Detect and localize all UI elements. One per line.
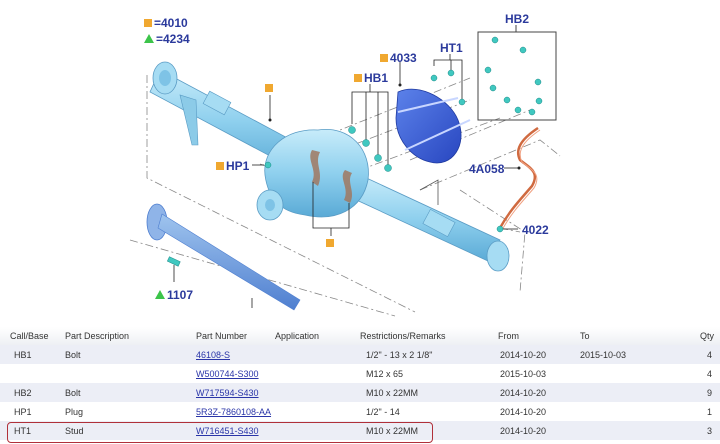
- table-header: Call/Base Part Description Part Number A…: [0, 327, 720, 345]
- cell-description: Bolt: [65, 349, 81, 360]
- part-number-link[interactable]: W716451-S430: [196, 425, 259, 436]
- part-number-link[interactable]: 5R3Z-7860108-AA: [196, 406, 272, 417]
- table-row[interactable]: HB1 Bolt 46108-S 1/2" - 13 x 2 1/8" 2014…: [0, 345, 720, 364]
- header-part-description[interactable]: Part Description: [65, 331, 130, 341]
- exploded-parts-diagram: =4010 =4234 HB2 HT1 4033 HB1 HP1 4A058 4…: [129, 12, 561, 317]
- parts-table: Call/Base Part Description Part Number A…: [0, 327, 720, 443]
- callout-4022[interactable]: 4022: [522, 223, 549, 237]
- part-number-link[interactable]: W500744-S300: [196, 368, 259, 379]
- header-to[interactable]: To: [580, 331, 590, 341]
- callout-1107[interactable]: 1107: [155, 289, 193, 301]
- cell-qty: 9: [706, 387, 712, 398]
- header-qty[interactable]: Qty: [700, 331, 715, 341]
- square-marker-icon: [216, 162, 224, 170]
- cell-restrictions: 1/2" - 14: [366, 406, 400, 417]
- callout-bracket-marker[interactable]: [326, 237, 336, 249]
- cell-description: Bolt: [65, 387, 81, 398]
- callout-hb2[interactable]: HB2: [505, 12, 530, 26]
- square-marker-icon: [380, 54, 388, 62]
- header-from[interactable]: From: [498, 331, 519, 341]
- cell-call-base: HP1: [14, 406, 32, 417]
- legend-4010: =4010: [144, 17, 188, 29]
- cell-restrictions: 1/2" - 13 x 2 1/8": [366, 349, 433, 360]
- callout-4a058[interactable]: 4A058: [469, 162, 505, 176]
- callout-hp1[interactable]: HP1: [216, 160, 249, 172]
- cell-from: 2014-10-20: [500, 387, 547, 398]
- table-row[interactable]: W500744-S300 M12 x 65 2015-10-03 4: [0, 364, 720, 383]
- cell-from: 2014-10-20: [500, 406, 547, 417]
- square-marker-icon: [326, 239, 334, 247]
- triangle-marker-icon: [155, 290, 165, 299]
- square-marker-icon: [265, 84, 273, 92]
- header-part-number[interactable]: Part Number: [196, 331, 248, 341]
- callout-4033[interactable]: 4033: [380, 52, 417, 64]
- header-call-base[interactable]: Call/Base: [10, 331, 49, 341]
- cell-from: 2014-10-20: [500, 349, 547, 360]
- legend-4234: =4234: [144, 33, 190, 45]
- callout-ht1[interactable]: HT1: [440, 41, 463, 55]
- square-marker-icon: [144, 19, 152, 27]
- header-application[interactable]: Application: [275, 331, 320, 341]
- cell-restrictions: M10 x 22MM: [366, 387, 419, 398]
- cell-call-base: HB2: [14, 387, 32, 398]
- cell-qty: 3: [706, 425, 712, 436]
- cell-restrictions: M10 x 22MM: [366, 425, 419, 436]
- cell-call-base: HT1: [14, 425, 32, 436]
- table-row[interactable]: HP1 Plug 5R3Z-7860108-AA 1/2" - 14 2014-…: [0, 402, 720, 421]
- cell-description: Stud: [65, 425, 84, 436]
- axle-illustration: [129, 25, 561, 317]
- cell-restrictions: M12 x 65: [366, 368, 404, 379]
- cell-qty: 4: [706, 368, 712, 379]
- cell-description: Plug: [65, 406, 84, 417]
- cell-qty: 4: [706, 349, 712, 360]
- table-row-highlighted[interactable]: HT1 Stud W716451-S430 M10 x 22MM 2014-10…: [0, 421, 720, 440]
- callout-4010-marker[interactable]: [265, 82, 275, 94]
- square-marker-icon: [354, 74, 362, 82]
- callout-hb1[interactable]: HB1: [354, 72, 388, 84]
- cell-call-base: HB1: [14, 349, 32, 360]
- header-restrictions[interactable]: Restrictions/Remarks: [360, 331, 446, 341]
- cell-from: 2015-10-03: [500, 368, 547, 379]
- part-number-link[interactable]: 46108-S: [196, 349, 231, 360]
- table-row[interactable]: HB2 Bolt W717594-S430 M10 x 22MM 2014-10…: [0, 383, 720, 402]
- part-number-link[interactable]: W717594-S430: [196, 387, 259, 398]
- cell-to: 2015-10-03: [580, 349, 627, 360]
- cell-from: 2014-10-20: [500, 425, 547, 436]
- triangle-marker-icon: [144, 34, 154, 43]
- cell-qty: 1: [706, 406, 712, 417]
